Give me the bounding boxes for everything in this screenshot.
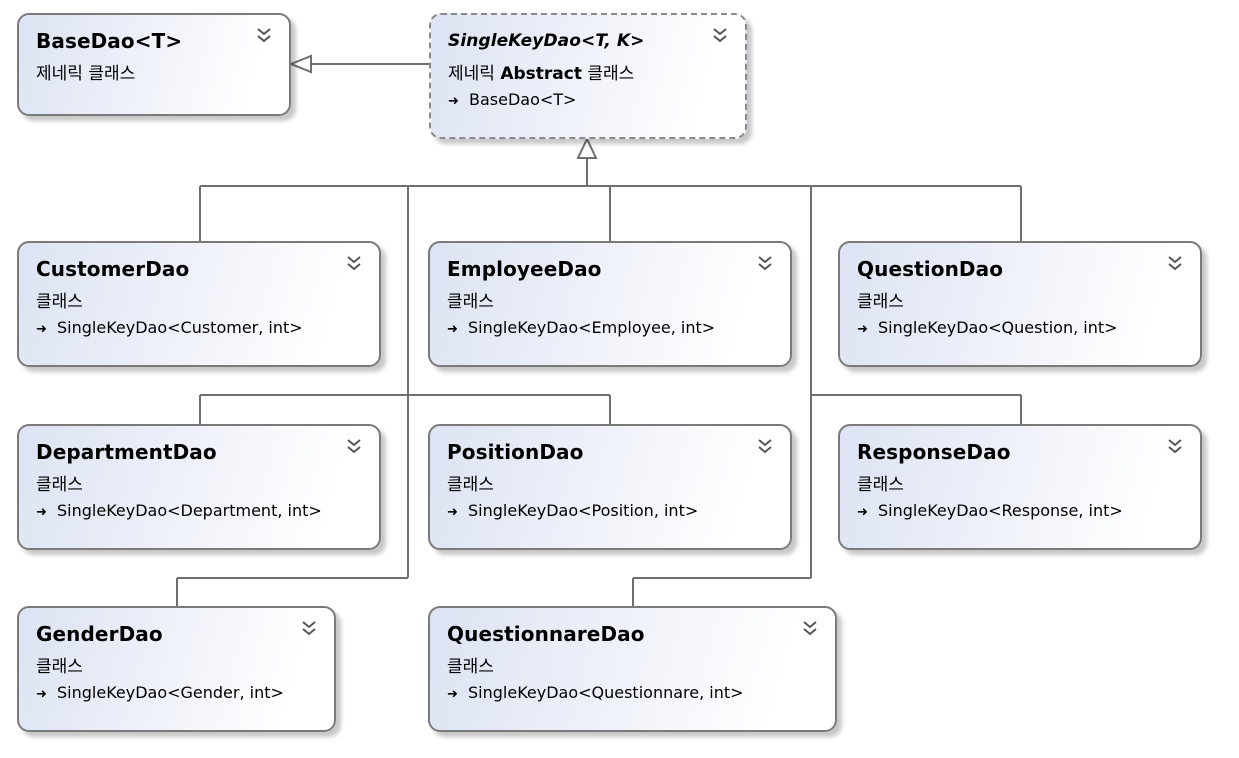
class-base-name: SingleKeyDao<Employee, int>	[468, 318, 716, 337]
chevron-double-down-icon[interactable]	[345, 254, 363, 272]
class-node-questionnairedao[interactable]: QuestionnareDao 클래스 ➜ SingleKeyDao<Questi…	[428, 606, 837, 732]
class-base: ➜ SingleKeyDao<Question, int>	[857, 318, 1118, 337]
inheritance-arrowhead-basedao	[288, 54, 312, 74]
chevron-double-down-icon[interactable]	[1166, 254, 1184, 272]
class-node-basedao[interactable]: BaseDao<T> 제네릭 클래스	[17, 13, 291, 116]
class-base-name: SingleKeyDao<Gender, int>	[57, 683, 284, 702]
class-node-employeedao[interactable]: EmployeeDao 클래스 ➜ SingleKeyDao<Employee, …	[428, 241, 792, 367]
chevron-double-down-icon[interactable]	[345, 437, 363, 455]
inherits-arrow-icon: ➜	[36, 505, 47, 520]
chevron-double-down-icon[interactable]	[711, 26, 729, 44]
class-node-singlekeydao[interactable]: SingleKeyDao<T, K> 제네릭 Abstract 클래스 ➜ Bas…	[429, 13, 747, 139]
class-kind-suffix: 클래스	[587, 64, 635, 84]
class-title: ResponseDao	[857, 440, 1011, 464]
class-title: DepartmentDao	[36, 440, 217, 464]
class-title: QuestionDao	[857, 257, 1004, 281]
inherits-arrow-icon: ➜	[447, 322, 458, 337]
class-base-name: SingleKeyDao<Department, int>	[57, 501, 322, 520]
class-title: CustomerDao	[36, 257, 190, 281]
class-title: GenderDao	[36, 622, 163, 646]
inherits-arrow-icon: ➜	[447, 687, 458, 702]
chevron-double-down-icon[interactable]	[801, 619, 819, 637]
inherits-arrow-icon: ➜	[447, 505, 458, 520]
chevron-double-down-icon[interactable]	[756, 437, 774, 455]
class-title: SingleKeyDao<T, K>	[448, 31, 645, 51]
chevron-double-down-icon[interactable]	[756, 254, 774, 272]
chevron-double-down-icon[interactable]	[255, 26, 273, 44]
class-title: QuestionnareDao	[447, 622, 645, 646]
chevron-double-down-icon[interactable]	[300, 619, 318, 637]
inherits-arrow-icon: ➜	[36, 687, 47, 702]
class-base-name: SingleKeyDao<Position, int>	[468, 501, 699, 520]
class-kind: 클래스	[36, 292, 83, 312]
class-title: BaseDao<T>	[36, 29, 183, 53]
class-kind: 제네릭 클래스	[36, 64, 136, 84]
class-base: ➜ SingleKeyDao<Response, int>	[857, 501, 1123, 520]
class-title: EmployeeDao	[447, 257, 602, 281]
class-base-name: SingleKeyDao<Questionnare, int>	[468, 683, 744, 702]
class-node-responsedao[interactable]: ResponseDao 클래스 ➜ SingleKeyDao<Response, …	[838, 424, 1202, 550]
class-kind: 클래스	[447, 657, 494, 677]
class-kind-abstract: Abstract	[500, 64, 582, 84]
class-node-departmentdao[interactable]: DepartmentDao 클래스 ➜ SingleKeyDao<Departme…	[17, 424, 381, 550]
class-node-genderdao[interactable]: GenderDao 클래스 ➜ SingleKeyDao<Gender, int>	[17, 606, 336, 732]
inherits-arrow-icon: ➜	[857, 322, 868, 337]
class-kind-prefix: 제네릭	[448, 64, 495, 84]
class-base: ➜ SingleKeyDao<Employee, int>	[447, 318, 715, 337]
class-base-name: SingleKeyDao<Question, int>	[878, 318, 1118, 337]
inheritance-arrowhead-singlekeydao	[576, 136, 598, 159]
class-kind: 클래스	[857, 475, 904, 495]
class-base: ➜ SingleKeyDao<Gender, int>	[36, 683, 284, 702]
class-base-name: SingleKeyDao<Response, int>	[878, 501, 1123, 520]
class-base: ➜ BaseDao<T>	[448, 90, 576, 109]
class-kind: 클래스	[36, 475, 83, 495]
class-kind: 클래스	[36, 657, 83, 677]
class-base: ➜ SingleKeyDao<Customer, int>	[36, 318, 303, 337]
inherits-arrow-icon: ➜	[448, 94, 459, 109]
class-base: ➜ SingleKeyDao<Position, int>	[447, 501, 698, 520]
class-kind: 제네릭 Abstract 클래스	[448, 59, 634, 84]
class-node-questiondao[interactable]: QuestionDao 클래스 ➜ SingleKeyDao<Question, …	[838, 241, 1202, 367]
inherits-arrow-icon: ➜	[36, 322, 47, 337]
class-kind: 클래스	[447, 475, 494, 495]
class-kind: 클래스	[857, 292, 904, 312]
class-base: ➜ SingleKeyDao<Department, int>	[36, 501, 322, 520]
class-base: ➜ SingleKeyDao<Questionnare, int>	[447, 683, 744, 702]
chevron-double-down-icon[interactable]	[1166, 437, 1184, 455]
class-base-name: BaseDao<T>	[469, 90, 577, 109]
class-base-name: SingleKeyDao<Customer, int>	[57, 318, 303, 337]
class-node-positiondao[interactable]: PositionDao 클래스 ➜ SingleKeyDao<Position, …	[428, 424, 792, 550]
class-title: PositionDao	[447, 440, 584, 464]
inherits-arrow-icon: ➜	[857, 505, 868, 520]
class-kind: 클래스	[447, 292, 494, 312]
class-node-customerdao[interactable]: CustomerDao 클래스 ➜ SingleKeyDao<Customer, …	[17, 241, 381, 367]
